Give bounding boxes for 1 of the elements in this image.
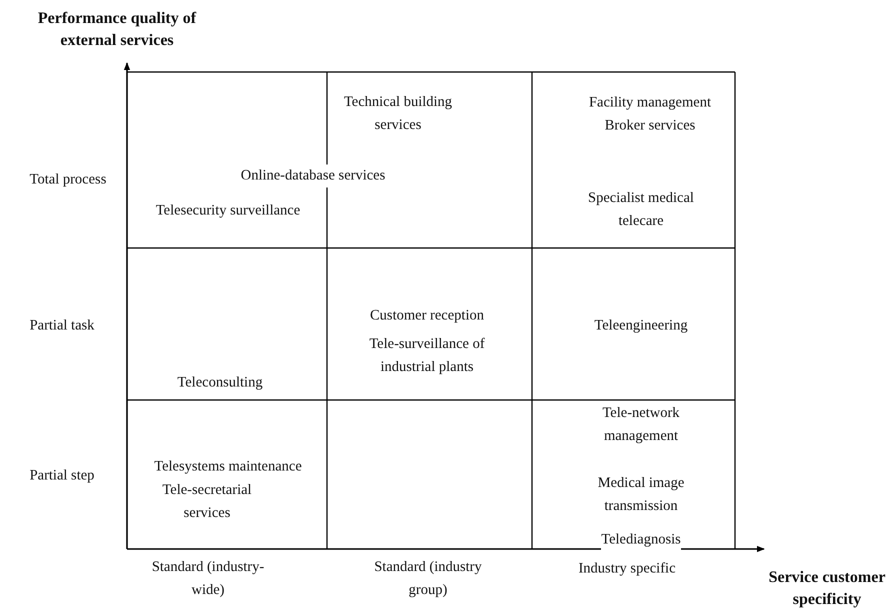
cell-text: Online-database services bbox=[240, 164, 386, 188]
